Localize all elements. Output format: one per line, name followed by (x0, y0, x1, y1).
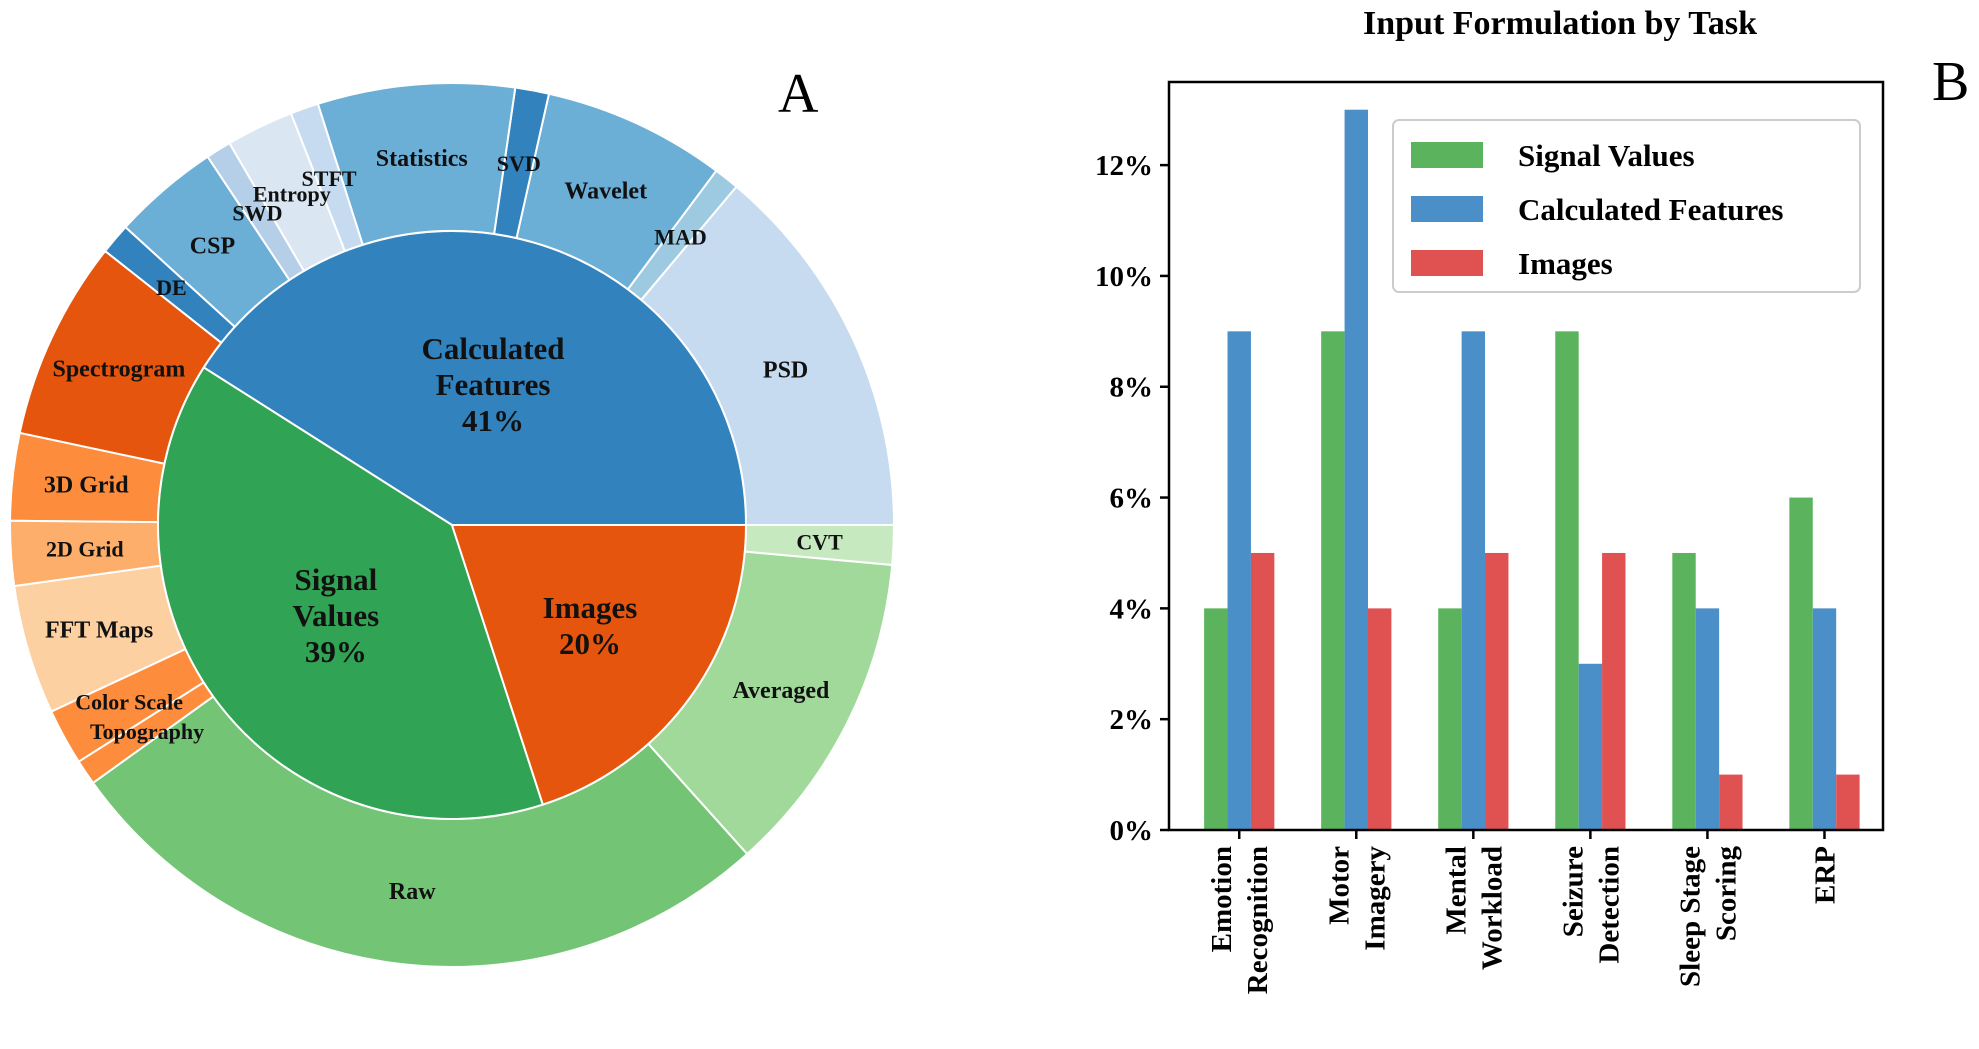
inner-segment-calculated-features (202, 230, 748, 526)
bar-calculated-features-3 (1578, 663, 1603, 830)
outer-label-swd: SWD (232, 201, 282, 226)
y-tick-label: 4% (1110, 593, 1154, 625)
panel-label-b: B (1932, 51, 1969, 113)
legend-swatch-images (1411, 250, 1483, 276)
outer-label-de: DE (156, 275, 187, 300)
inner-segment-images (450, 524, 748, 806)
bar-signal-values-3 (1555, 331, 1579, 830)
outer-label-wavelet: Wavelet (564, 179, 647, 205)
inner-percent-images: 20% (559, 626, 621, 661)
legend-box (1392, 119, 1861, 293)
x-category-label: Sleep Stage (1674, 846, 1706, 987)
outer-label-mad: MAD (654, 225, 707, 250)
bar-signal-values-0 (1204, 608, 1228, 830)
outer-label-spectrogram: Spectrogram (52, 357, 185, 383)
y-tick-label: 8% (1110, 372, 1154, 404)
inner-label-calculated-features: Calculated (422, 331, 565, 366)
outer-label-averaged: Averaged (733, 678, 831, 704)
x-category-label: Detection (1593, 846, 1625, 964)
inner-label-calculated-features: Features (436, 367, 551, 402)
outer-label-2d-grid: 2D Grid (46, 537, 124, 562)
x-category-label: Seizure (1557, 846, 1589, 937)
x-category-label: ERP (1809, 846, 1841, 904)
legend-swatch-calculated-features (1411, 196, 1483, 222)
bar-series (1204, 109, 1860, 830)
bar-chart: Input Formulation by Task 0% 2% 4% 6% 8% 10% 1… (1095, 5, 1885, 994)
legend-label-signal-values: Signal Values (1518, 138, 1695, 173)
bar-signal-values-1 (1321, 331, 1345, 830)
y-axis: 0% 2% 4% 6% 8% 10% 12% (1095, 150, 1169, 847)
bar-signal-values-5 (1789, 497, 1813, 830)
y-tick-label: 10% (1095, 261, 1153, 293)
x-category-label: Emotion (1206, 846, 1238, 952)
inner-segment-signal-values (157, 366, 545, 820)
bar-calculated-features-0 (1227, 331, 1251, 830)
outer-label-raw: Raw (389, 879, 436, 905)
bar-calculated-features-4 (1695, 608, 1720, 830)
bar-images-4 (1719, 774, 1743, 830)
bar-calculated-features-2 (1461, 331, 1486, 830)
outer-label-psd: PSD (763, 358, 808, 384)
outer-label-entropy: Entropy (253, 182, 331, 207)
x-category-label: Mental (1440, 846, 1472, 935)
legend-swatch-signal-values (1411, 142, 1483, 168)
y-tick-label: 0% (1110, 815, 1154, 847)
x-category-label: Imagery (1359, 846, 1391, 951)
bar-signal-values-2 (1438, 608, 1462, 830)
inner-label-images: Images (543, 590, 638, 625)
plot-frame (1167, 80, 1885, 832)
outer-label-topography: Topography (90, 719, 204, 744)
outer-label-svd: SVD (497, 151, 541, 176)
outer-label-3d-grid: 3D Grid (44, 473, 129, 499)
x-category-label: Workload (1476, 846, 1508, 970)
y-tick-label: 2% (1110, 704, 1154, 736)
legend-label-images: Images (1518, 246, 1613, 281)
outer-label-stft: STFT (302, 166, 357, 191)
inner-percent-signal-values: 39% (305, 634, 367, 669)
legend-label-calculated-features: Calculated Features (1518, 192, 1783, 227)
inner-label-signal-values: Values (292, 598, 379, 633)
bar-images-2 (1485, 552, 1509, 830)
inner-percent-calculated-features: 41% (462, 403, 524, 438)
bar-calculated-features-1 (1344, 109, 1368, 830)
x-category-label: Recognition (1242, 846, 1274, 994)
bar-images-3 (1602, 552, 1626, 830)
chart-title: Input Formulation by Task (1363, 5, 1757, 42)
bar-calculated-features-5 (1812, 608, 1837, 830)
outer-label-cvt: CVT (796, 530, 843, 555)
outer-label-csp: CSP (190, 234, 235, 260)
bar-images-1 (1367, 608, 1392, 830)
x-category-label: Motor (1323, 846, 1355, 925)
y-tick-label: 6% (1110, 483, 1154, 515)
outer-label-statistics: Statistics (376, 146, 468, 172)
x-category-label: Scoring (1710, 846, 1742, 942)
outer-label-fft-maps: FFT Maps (45, 617, 153, 643)
y-tick-label: 12% (1095, 150, 1153, 182)
bar-signal-values-4 (1672, 552, 1696, 830)
bar-images-0 (1250, 552, 1275, 830)
outer-label-color-scale: Color Scale (75, 690, 183, 715)
inner-label-signal-values: Signal (294, 562, 377, 597)
panel-label-a: A (778, 63, 819, 125)
bar-images-5 (1836, 774, 1860, 830)
